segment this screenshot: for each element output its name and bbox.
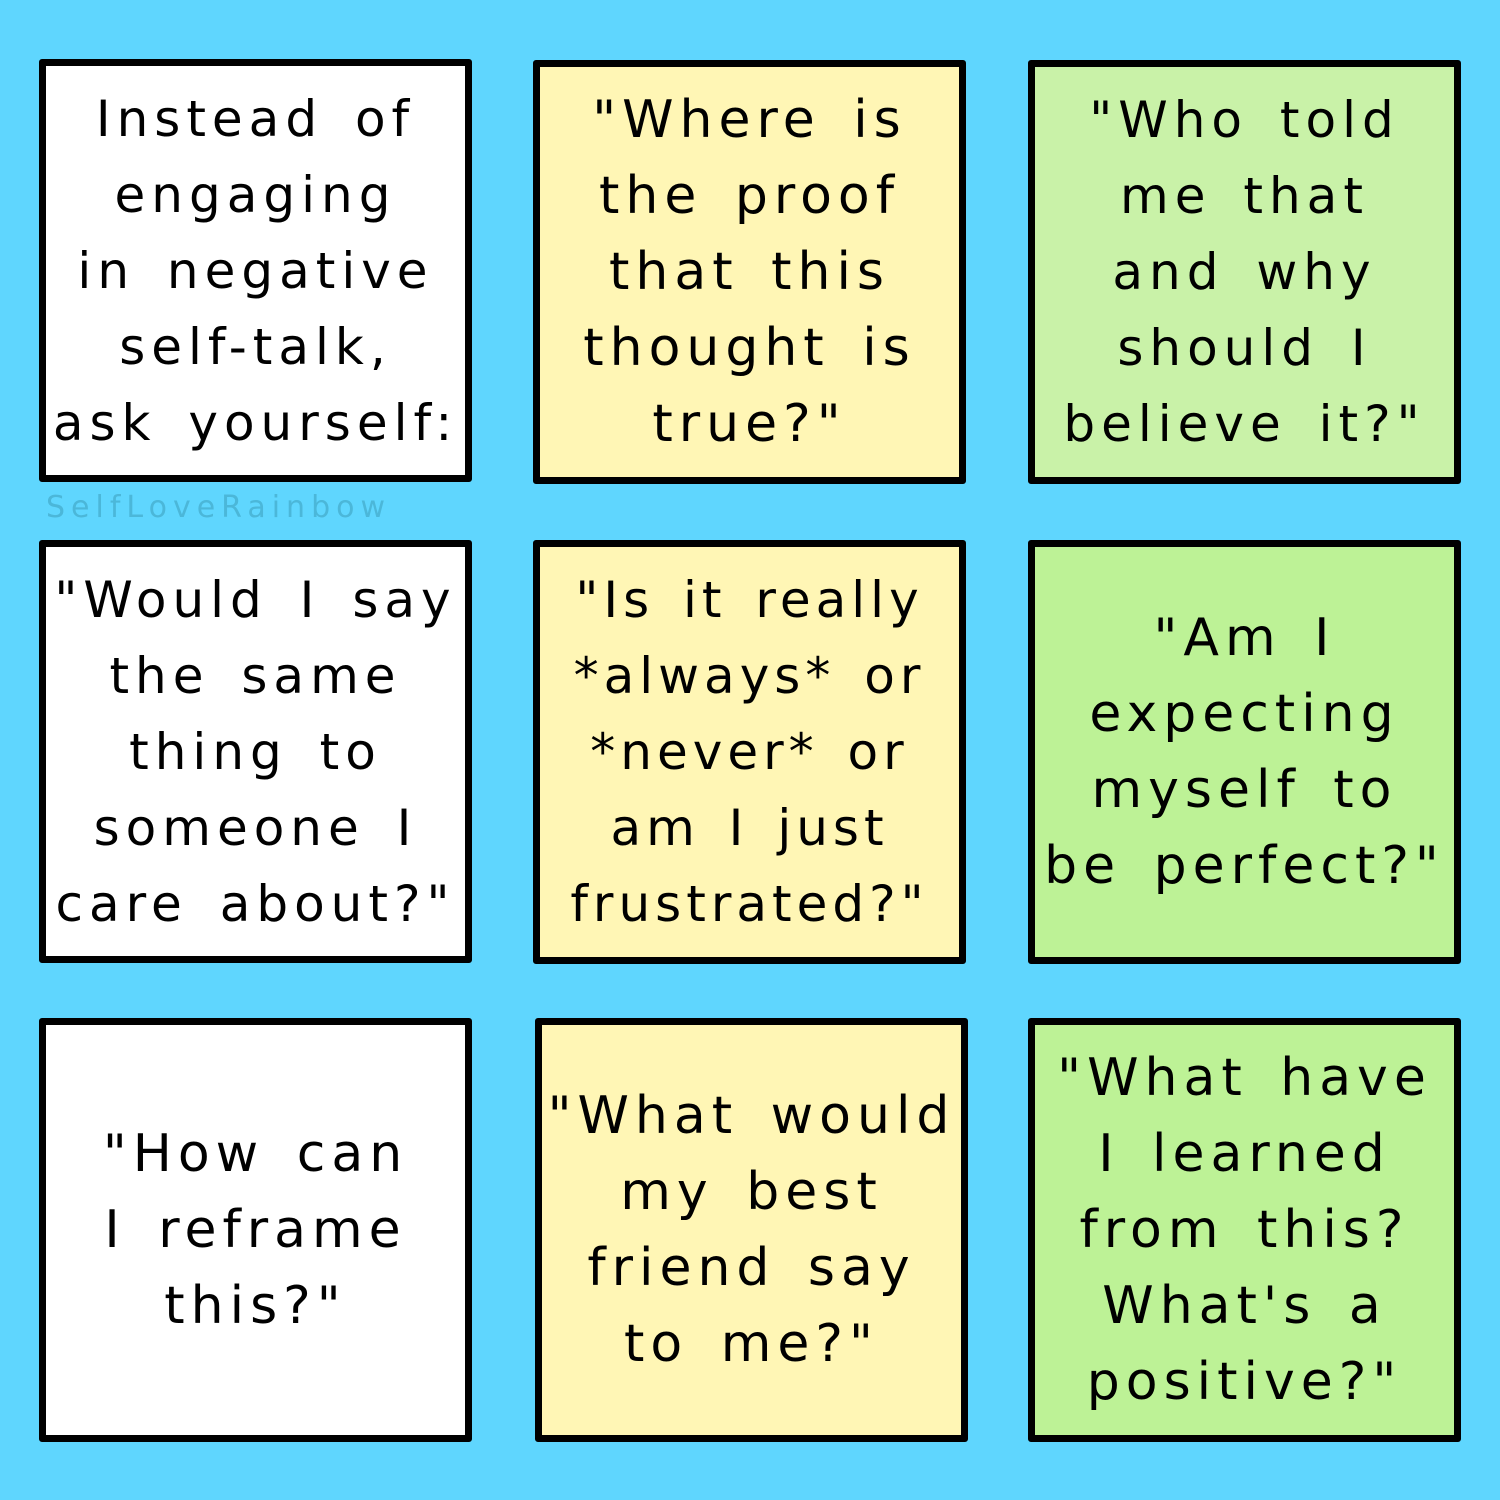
card-text: "How can I reframe this?" xyxy=(102,1124,409,1336)
card-text: "What would my best friend say to me?" xyxy=(547,1086,956,1374)
card-text: Instead of engaging in negative self-tal… xyxy=(52,89,459,452)
card-instead-of-self-talk: Instead of engaging in negative self-tal… xyxy=(39,59,472,482)
card-text: "Am I expecting myself to be perfect?" xyxy=(1044,608,1445,896)
card-text: "Where is the proof that this thought is… xyxy=(583,90,916,454)
watermark: SelfLoveRainbow xyxy=(46,490,391,525)
card-reframe-question: "How can I reframe this?" xyxy=(39,1018,472,1442)
card-text: "What have I learned from this? What's a… xyxy=(1057,1048,1432,1412)
card-learned-question: "What have I learned from this? What's a… xyxy=(1028,1018,1461,1442)
card-text: "Is it really *always* or *never* or am … xyxy=(570,571,929,933)
card-same-thing-question: "Would I say the same thing to someone I… xyxy=(39,540,472,963)
card-perfect-question: "Am I expecting myself to be perfect?" xyxy=(1028,540,1461,964)
card-text: "Who told me that and why should I belie… xyxy=(1063,91,1426,453)
card-who-told-me-question: "Who told me that and why should I belie… xyxy=(1028,60,1461,484)
card-text: "Would I say the same thing to someone I… xyxy=(54,570,457,933)
card-proof-question: "Where is the proof that this thought is… xyxy=(533,60,966,484)
card-best-friend-question: "What would my best friend say to me?" xyxy=(535,1018,968,1442)
card-always-never-question: "Is it really *always* or *never* or am … xyxy=(533,540,966,964)
